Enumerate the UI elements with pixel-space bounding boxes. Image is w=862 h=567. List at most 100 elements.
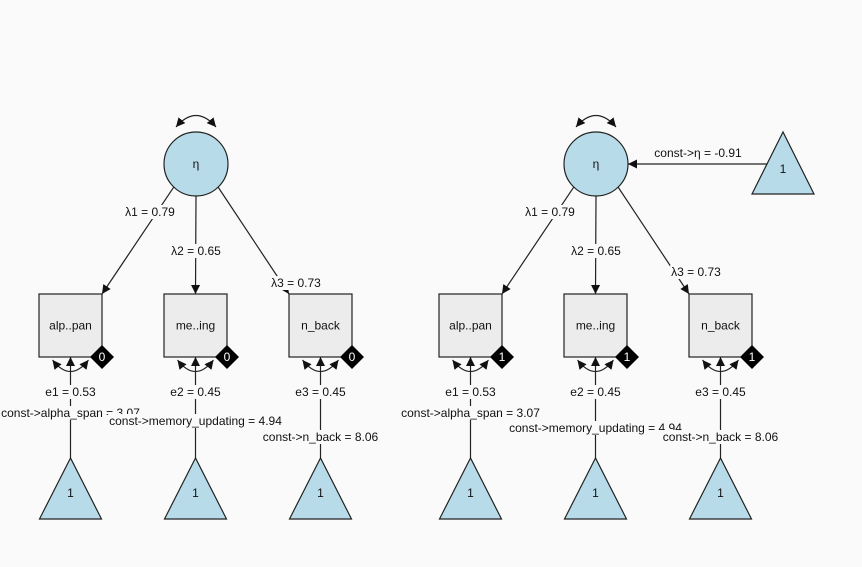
constant-label: 1 [780, 162, 787, 176]
loading-label-bg [670, 265, 723, 279]
model-left: λ1 = 0.79 λ2 = 0.65 λ3 = 0.73 η alp..pan 0 e1 … [0, 114, 380, 520]
error-variance-arc [702, 359, 739, 373]
diamond-label: 1 [624, 350, 631, 364]
constant-triangle [163, 456, 228, 520]
threshold-diamond [740, 345, 764, 369]
diamond-label: 1 [499, 350, 506, 364]
error-label-group: e1 = 0.53 [44, 385, 98, 399]
loading-label: λ2 = 0.65 [171, 244, 221, 258]
manifest-label: n_back [701, 319, 741, 333]
loading-label-bg [524, 205, 577, 219]
loading-path-1: λ1 = 0.79 [501, 186, 577, 295]
loading-path-3: λ3 = 0.73 [617, 186, 723, 295]
intercept-label-bg [108, 414, 284, 428]
constant-label: 1 [317, 486, 324, 500]
error-label: e2 = 0.45 [170, 385, 221, 399]
latent-node: η [563, 131, 629, 197]
manifest-box [38, 293, 103, 358]
intercept-label: const->memory_updating = 4.94 [109, 414, 282, 428]
intercept-label-group: const->memory_updating = 4.94 [508, 421, 684, 435]
diamond-label: 0 [224, 350, 231, 364]
intercept-label-group: const->memory_updating = 4.94 [108, 414, 284, 428]
loading-label: λ3 = 0.73 [271, 276, 321, 290]
intercept-label: const->memory_updating = 4.94 [509, 421, 682, 435]
loading-label: λ1 = 0.79 [525, 205, 575, 219]
constant-triangle [563, 456, 628, 520]
error-variance-arc [52, 359, 89, 373]
error-label-group: e3 = 0.45 [294, 385, 348, 399]
intercept-label-bg [400, 406, 542, 420]
error-label: e1 = 0.53 [45, 385, 96, 399]
constant-triangle [688, 456, 753, 520]
diamond-label: 0 [99, 350, 106, 364]
loading-path-1: λ1 = 0.79 [101, 186, 177, 295]
constant-triangle [288, 456, 353, 520]
loading-path-2: λ2 = 0.65 [170, 195, 223, 295]
loading-label-bg [170, 244, 223, 258]
loading-label-group: λ2 = 0.65 [570, 244, 623, 258]
constant-label: 1 [717, 486, 724, 500]
loading-label-bg [570, 244, 623, 258]
intercept-label: const->n_back = 8.06 [663, 430, 779, 444]
error-variance-arc [177, 359, 214, 373]
threshold-diamond [215, 345, 239, 369]
constant-label: 1 [467, 486, 474, 500]
loading-label-group: λ3 = 0.73 [270, 276, 323, 290]
model-right: λ1 = 0.79 λ2 = 0.65 λ3 = 0.73 η const->η = -… [400, 114, 815, 520]
threshold-diamond [615, 345, 639, 369]
threshold-diamond [340, 345, 364, 369]
intercept-label: const->alpha_span = 3.07 [1, 406, 140, 420]
intercept-label-group: const->n_back = 8.06 [661, 430, 780, 444]
constant-triangle [438, 456, 503, 520]
error-label: e3 = 0.45 [695, 385, 746, 399]
latent-circle [163, 131, 229, 197]
threshold-diamond [490, 345, 514, 369]
error-label-bg [294, 385, 348, 399]
intercept-label-bg [0, 406, 142, 420]
intercept-label-group: const->alpha_span = 3.07 [0, 406, 142, 420]
loading-label-bg [270, 276, 323, 290]
constant-triangle [751, 130, 815, 195]
error-label-group: e3 = 0.45 [694, 385, 748, 399]
manifest-box [438, 293, 503, 358]
loading-label-bg [124, 205, 177, 219]
error-label-group: e2 = 0.45 [569, 385, 623, 399]
intercept-label-group: const->n_back = 8.06 [261, 430, 380, 444]
manifest-box [288, 293, 353, 358]
loading-path-3: λ3 = 0.73 [217, 186, 323, 295]
error-label: e2 = 0.45 [570, 385, 621, 399]
loading-label: λ1 = 0.79 [125, 205, 175, 219]
manifest-box [688, 293, 753, 358]
variance-arc [575, 114, 617, 128]
constant-triangle [38, 456, 103, 520]
diamond-label: 1 [749, 350, 756, 364]
diamond-label: 0 [349, 350, 356, 364]
indicator-alpha_span: alp..pan 0 e1 = 0.53 const->alpha_span = 3.… [0, 293, 142, 520]
error-label-bg [694, 385, 748, 399]
intercept-label-bg [508, 421, 684, 435]
manifest-label: alp..pan [449, 319, 492, 333]
error-variance-arc [577, 359, 614, 373]
mean-label: const->η = -0.91 [654, 146, 742, 160]
error-label-group: e1 = 0.53 [444, 385, 498, 399]
error-label-bg [569, 385, 623, 399]
latent-label: η [593, 157, 600, 171]
latent-node: η [163, 131, 229, 197]
error-label-bg [44, 385, 98, 399]
loading-arrow [501, 186, 575, 295]
manifest-label: alp..pan [49, 319, 92, 333]
error-label: e1 = 0.53 [445, 385, 496, 399]
intercept-label-group: const->alpha_span = 3.07 [400, 406, 542, 420]
loading-label-group: λ2 = 0.65 [170, 244, 223, 258]
loading-path-2: λ2 = 0.65 [570, 195, 623, 295]
loading-label: λ2 = 0.65 [571, 244, 621, 258]
latent-label: η [193, 157, 200, 171]
loading-label-group: λ3 = 0.73 [670, 265, 723, 279]
loading-arrow [101, 186, 175, 295]
intercept-label: const->n_back = 8.06 [263, 430, 379, 444]
manifest-box [163, 293, 228, 358]
intercept-label-bg [261, 430, 380, 444]
indicator-alpha_span: alp..pan 1 e1 = 0.53 const->alpha_span = 3.… [400, 293, 542, 520]
constant-label: 1 [67, 486, 74, 500]
